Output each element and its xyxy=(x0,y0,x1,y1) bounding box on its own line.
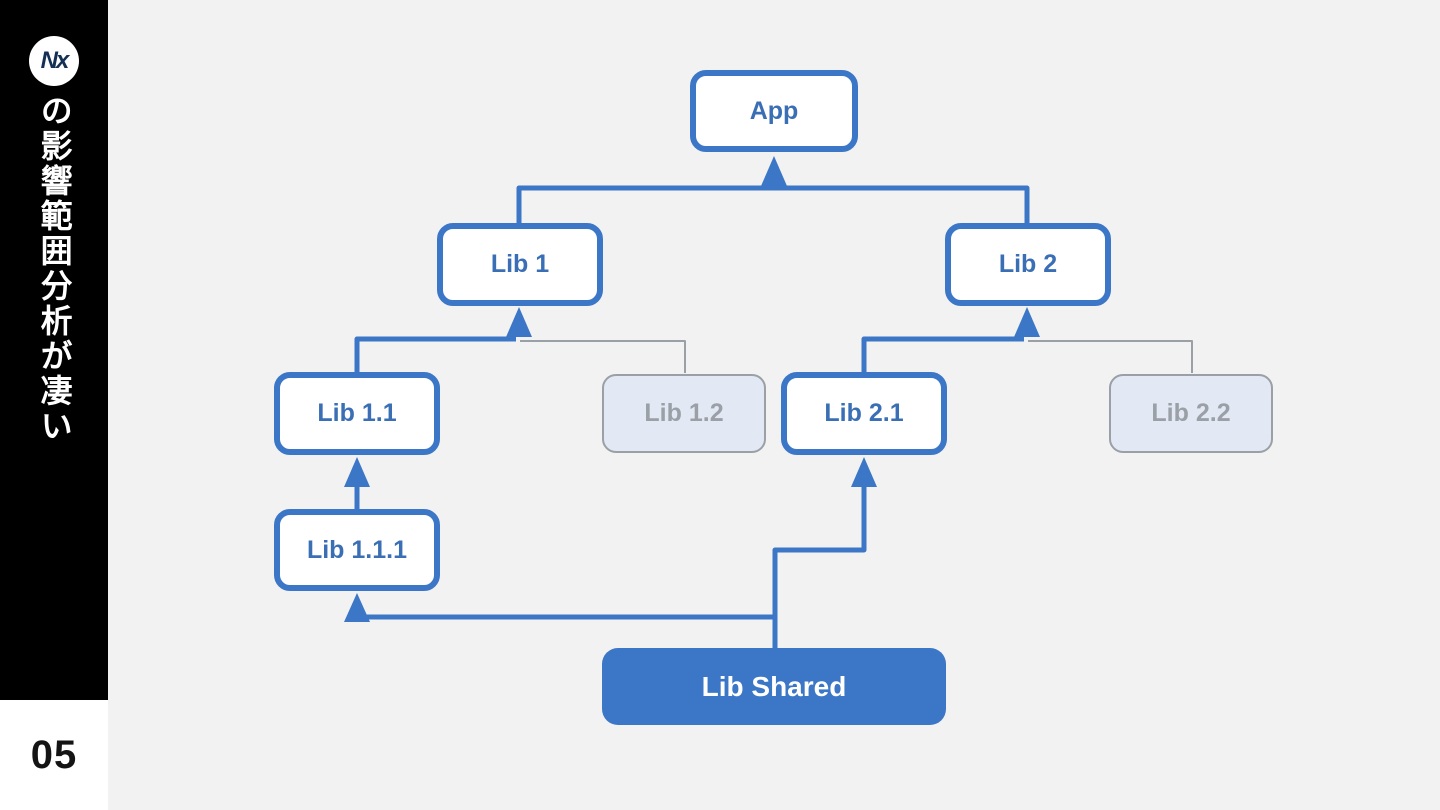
arrowhead-to-lib11 xyxy=(344,457,370,487)
edge-lib1-lib2-app xyxy=(516,185,1030,226)
node-lib12: Lib 1.2 xyxy=(602,374,766,453)
node-lib22-label: Lib 2.2 xyxy=(1151,399,1231,427)
nx-logo: Nx xyxy=(29,36,79,86)
node-lib111-label: Lib 1.1.1 xyxy=(306,535,408,564)
node-lib111: Lib 1.1.1 xyxy=(274,509,440,591)
arrowhead-to-lib111 xyxy=(344,593,370,622)
edge-lib21-lib2 xyxy=(861,336,1024,374)
edge-lib2-lib22 xyxy=(1028,340,1193,373)
node-app: App xyxy=(690,70,858,152)
node-lib21-label: Lib 2.1 xyxy=(824,399,904,427)
arrowhead-to-lib21 xyxy=(851,457,877,487)
node-lib12-label: Lib 1.2 xyxy=(644,399,724,427)
arrowhead-to-lib1 xyxy=(506,307,532,337)
node-app-label: App xyxy=(749,96,799,125)
page-number: 05 xyxy=(30,732,78,777)
page-number-box: 05 xyxy=(0,700,108,810)
node-lib1-label: Lib 1 xyxy=(490,250,550,278)
slide-title-vertical: の影響範囲分析が凄い xyxy=(36,94,73,444)
node-lib22: Lib 2.2 xyxy=(1109,374,1273,453)
arrowhead-to-app xyxy=(761,156,787,186)
sidebar: Nx の影響範囲分析が凄い xyxy=(0,0,108,700)
node-libshared-label: Lib Shared xyxy=(701,670,847,702)
edge-lib11-lib1 xyxy=(354,336,516,374)
arrowhead-to-lib2 xyxy=(1014,307,1040,337)
edge-libshared-lib21 xyxy=(772,485,867,653)
node-lib11: Lib 1.1 xyxy=(274,372,440,455)
node-libshared: Lib Shared xyxy=(602,648,946,725)
node-lib1: Lib 1 xyxy=(437,223,603,306)
node-lib2-label: Lib 2 xyxy=(998,250,1058,278)
node-lib2: Lib 2 xyxy=(945,223,1111,306)
nx-logo-text: Nx xyxy=(40,47,70,74)
node-lib11-label: Lib 1.1 xyxy=(317,399,397,427)
node-lib21: Lib 2.1 xyxy=(781,372,947,455)
edge-lib1-lib12 xyxy=(520,340,686,373)
